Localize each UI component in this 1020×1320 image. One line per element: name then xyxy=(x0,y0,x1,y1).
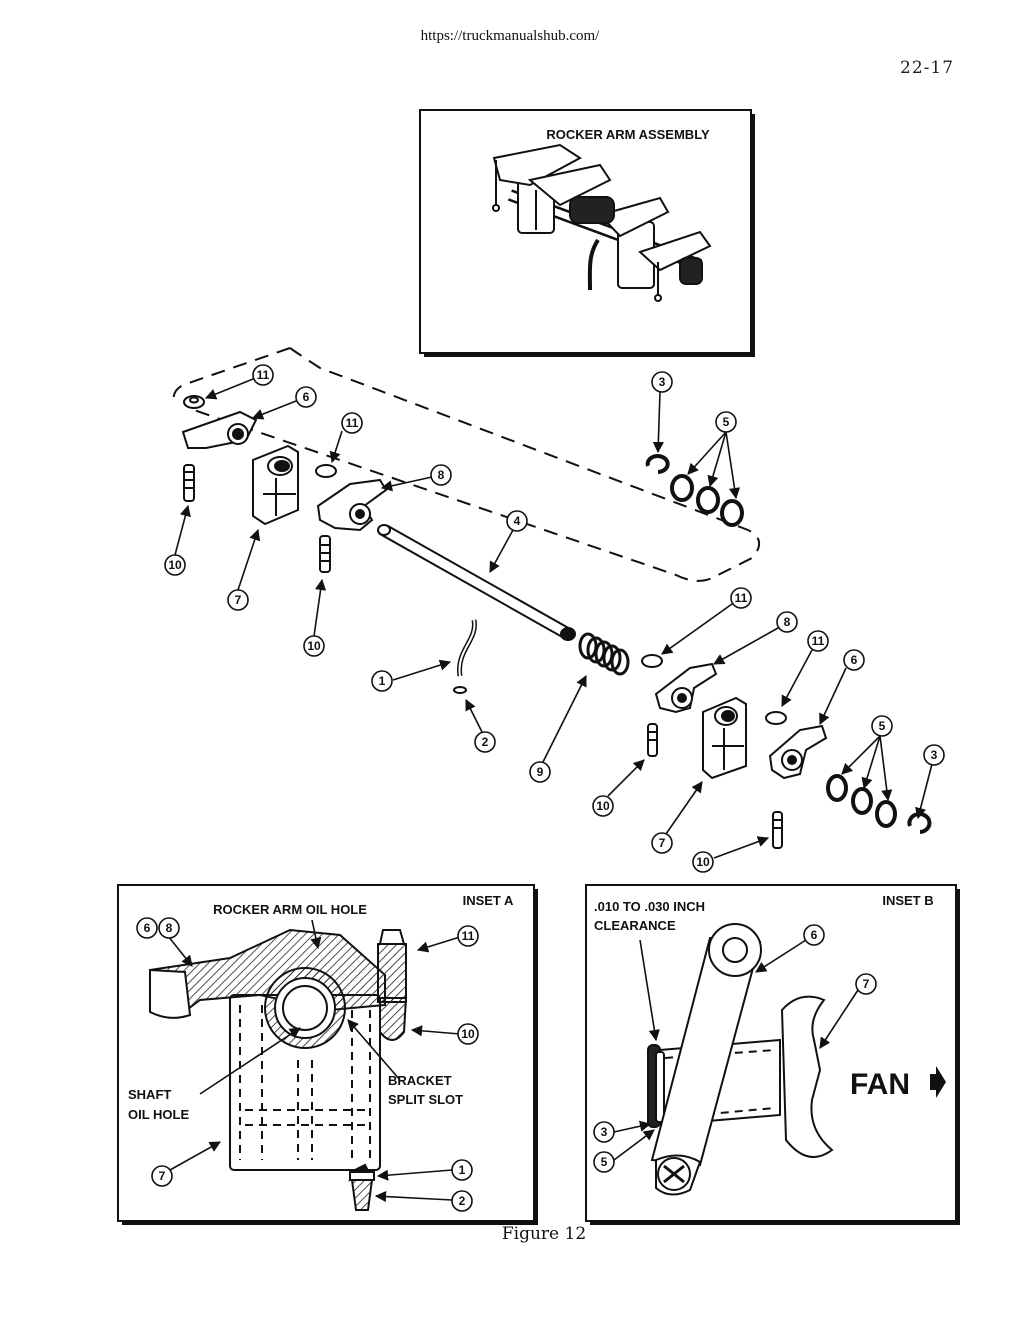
fan-arrow-icon xyxy=(930,1066,946,1098)
exploded-parts xyxy=(181,395,932,849)
rocker-arm-oil-hole-label: ROCKER ARM OIL HOLE xyxy=(213,902,367,917)
callout-3-b: 3 xyxy=(931,748,938,762)
assembly-drawing xyxy=(492,143,712,302)
inset-b-callout-6: 6 xyxy=(811,928,818,942)
callout-10-c: 10 xyxy=(596,799,610,813)
callout-11-b: 11 xyxy=(346,416,359,430)
inset-a: INSET A ROCKER ARM OIL HOLE SHAFT OIL HO… xyxy=(117,884,538,1225)
adjusting-screw-10-left xyxy=(183,464,195,502)
dashed-group-outline xyxy=(172,347,760,582)
assembly-title: ROCKER ARM ASSEMBLY xyxy=(546,127,710,142)
callout-11-d: 11 xyxy=(812,634,825,648)
inset-a-title: INSET A xyxy=(463,893,514,908)
washer-5-upper-b xyxy=(696,486,720,514)
inset-a-callout-7: 7 xyxy=(159,1169,166,1183)
inset-b-drawing xyxy=(647,923,834,1196)
nut-11-lower-b xyxy=(765,711,787,725)
washer-5-lower-a xyxy=(826,774,848,802)
snap-ring-3-lower xyxy=(907,812,932,834)
leader-lines xyxy=(174,378,933,859)
clearance-label-2: CLEARANCE xyxy=(594,918,676,933)
spring-9 xyxy=(578,632,630,676)
callout-6-b: 6 xyxy=(851,653,858,667)
callout-circles xyxy=(164,364,945,873)
callout-8-b: 8 xyxy=(784,615,791,629)
washer-5-upper-a xyxy=(670,474,694,502)
callout-1-a: 1 xyxy=(379,674,386,688)
snap-ring-3-upper xyxy=(645,454,670,474)
inset-a-callout-8: 8 xyxy=(166,921,173,935)
callout-4: 4 xyxy=(514,514,521,528)
callout-6-a: 6 xyxy=(303,390,310,404)
oil-tube-1 xyxy=(457,619,477,677)
nut-11-lower-a xyxy=(641,654,663,668)
inset-b-callout-3: 3 xyxy=(601,1125,608,1139)
inset-a-callout-11: 11 xyxy=(462,929,475,943)
rocker-arm-8-upper xyxy=(316,478,388,532)
source-url[interactable]: https://truckmanualshub.com/ xyxy=(420,28,600,44)
inset-b-callout-circles xyxy=(593,924,877,1173)
washer-5-lower-c xyxy=(875,800,897,828)
callout-2-a: 2 xyxy=(482,735,489,749)
bracket-split-slot-label-2: SPLIT SLOT xyxy=(388,1092,463,1107)
callout-10-d: 10 xyxy=(696,855,710,869)
callout-3-a: 3 xyxy=(659,375,666,389)
nut-11-middle xyxy=(315,464,337,478)
inset-a-callout-10: 10 xyxy=(461,1027,475,1041)
o-ring-2 xyxy=(453,686,467,694)
inset-a-drawing xyxy=(148,928,408,1211)
inset-b-callout-7: 7 xyxy=(863,977,870,991)
callout-numbers: 11 6 11 8 10 7 10 4 1 2 9 3 5 11 8 11 6 … xyxy=(168,368,937,869)
adjusting-screw-10-lower-b xyxy=(772,811,783,849)
clearance-label-1: .010 TO .030 INCH xyxy=(594,899,705,914)
callout-11-c: 11 xyxy=(735,591,748,605)
callout-9: 9 xyxy=(537,765,544,779)
washer-5-lower-b xyxy=(851,787,873,815)
inset-a-callout-6: 6 xyxy=(144,921,151,935)
callout-5-a: 5 xyxy=(723,415,730,429)
callout-5-b: 5 xyxy=(879,719,886,733)
callout-10-a: 10 xyxy=(168,558,182,572)
callout-7-a: 7 xyxy=(235,593,242,607)
inset-a-callout-1: 1 xyxy=(459,1163,466,1177)
callout-10-b: 10 xyxy=(307,639,321,653)
inset-a-callout-circles xyxy=(136,917,479,1212)
inset-b: INSET B .010 TO .030 INCH CLEARANCE FAN xyxy=(585,884,960,1225)
page-number: 22-17 xyxy=(900,58,955,78)
figure-caption: Figure 12 xyxy=(501,1224,587,1244)
fan-label: FAN xyxy=(850,1068,910,1101)
inset-a-callout-2: 2 xyxy=(459,1194,466,1208)
inset-b-callout-5: 5 xyxy=(601,1155,608,1169)
inset-a-leaders xyxy=(167,919,461,1203)
shaft-oil-hole-label-1: SHAFT xyxy=(128,1087,171,1102)
assembly-illustration-box: ROCKER ARM ASSEMBLY xyxy=(419,109,755,357)
washer-5-upper-c xyxy=(720,499,744,527)
inset-b-title: INSET B xyxy=(882,893,933,908)
callout-7-b: 7 xyxy=(659,836,666,850)
inset-a-callout-numbers: 6 8 11 10 7 1 2 xyxy=(144,921,475,1208)
callout-8-a: 8 xyxy=(438,468,445,482)
bracket-split-slot-label-1: BRACKET xyxy=(388,1073,452,1088)
inset-b-leaders xyxy=(613,939,859,1161)
shaft-oil-hole-label-2: OIL HOLE xyxy=(128,1107,189,1122)
inset-b-callout-numbers: 6 7 3 5 xyxy=(601,928,870,1169)
callout-11-a: 11 xyxy=(257,368,270,382)
